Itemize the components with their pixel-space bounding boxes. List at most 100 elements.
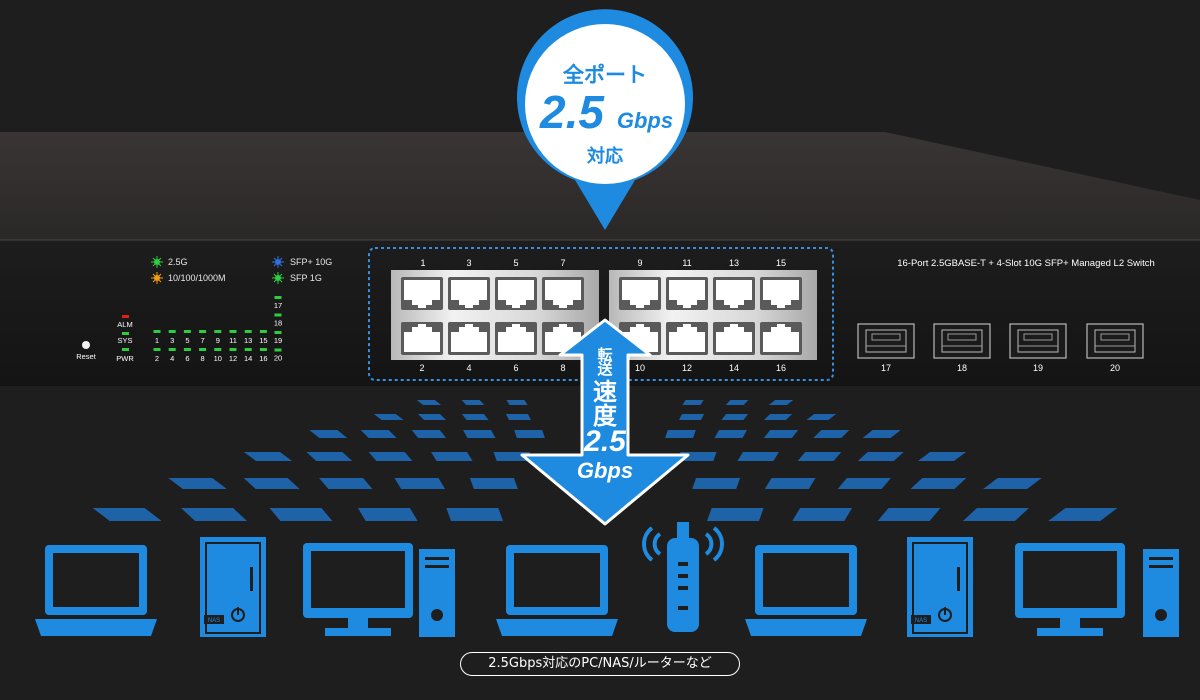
beam-dash: [813, 430, 850, 438]
port-led-number: 4: [170, 354, 174, 363]
rj45-port[interactable]: [542, 277, 584, 310]
beam-dash: [862, 430, 901, 438]
beam-dash: [394, 478, 446, 489]
reset-button[interactable]: [82, 341, 90, 349]
switch-model-label: 16-Port 2.5GBASE-T + 4-Slot 10G SFP+ Man…: [897, 258, 1155, 269]
port-led: [168, 348, 176, 351]
port-led-number: 14: [244, 354, 252, 363]
rj45-port[interactable]: [666, 322, 708, 355]
beam-dash: [243, 478, 300, 489]
rj45-port[interactable]: [495, 277, 537, 310]
rj45-port-number: 10: [635, 363, 645, 373]
beam-dash: [506, 400, 528, 405]
port-led: [183, 348, 191, 351]
beam-dash: [877, 508, 941, 521]
beam-dash: [714, 430, 747, 438]
beam-dash: [469, 478, 518, 489]
alm-led: [122, 315, 129, 318]
beam-dash: [706, 508, 764, 521]
rj45-port[interactable]: [448, 322, 490, 355]
nas-icon: NAS: [907, 537, 973, 637]
beam-dash: [983, 478, 1042, 489]
nas-label: NAS: [915, 618, 927, 624]
beam-dash: [792, 508, 853, 521]
rj45-port-number: 3: [466, 258, 471, 268]
port-led-number: 5: [185, 336, 189, 345]
rj45-port[interactable]: [760, 277, 802, 310]
nas-label: NAS: [208, 618, 220, 624]
beam-dash: [417, 414, 447, 420]
laptop-icon: [496, 545, 618, 636]
port-led: [229, 330, 237, 333]
rj45-port-number: 13: [729, 258, 739, 268]
sfp-port-number: 20: [1110, 363, 1120, 373]
beam-dash: [357, 508, 418, 521]
port-led-number: 1: [155, 336, 159, 345]
port-led: [199, 348, 207, 351]
beam-dash: [243, 452, 293, 461]
rj45-port[interactable]: [713, 322, 755, 355]
rj45-port[interactable]: [666, 277, 708, 310]
status-led-label: PWR: [116, 354, 134, 363]
badge-top-text: 全ポート: [562, 63, 647, 87]
sfp-port[interactable]: [1009, 323, 1067, 359]
sfp-port[interactable]: [933, 323, 991, 359]
sfp-led-number: 17: [274, 301, 282, 310]
rj45-port[interactable]: [401, 277, 443, 310]
port-led-number: 16: [259, 354, 267, 363]
sfp-led-number: 19: [274, 336, 282, 345]
rj45-port-number: 12: [682, 363, 692, 373]
rj45-port[interactable]: [619, 277, 661, 310]
beam-dash: [181, 508, 248, 521]
beam-dash: [411, 430, 447, 438]
beam-dash: [797, 452, 842, 461]
sfp-led-number: 20: [274, 354, 282, 363]
port-led: [199, 330, 207, 333]
beam-dash: [763, 414, 793, 420]
beam-dash: [373, 414, 404, 420]
beam-dash: [721, 414, 749, 420]
port-led-number: 15: [259, 336, 267, 345]
beam-dash: [431, 452, 473, 461]
all-ports-badge: 全ポート 2.5 Gbps 対応: [516, 9, 693, 231]
sfp-port[interactable]: [1086, 323, 1144, 359]
rj45-port[interactable]: [401, 322, 443, 355]
beam-dash: [1048, 508, 1118, 521]
sfp-port[interactable]: [857, 323, 915, 359]
sfp-port-number: 18: [957, 363, 967, 373]
sfp-port-number: 19: [1033, 363, 1043, 373]
port-led: [168, 330, 176, 333]
sfp-led-number: 18: [274, 319, 282, 328]
rj45-port-number: 9: [637, 258, 642, 268]
beam-dash: [463, 430, 496, 438]
rj45-port[interactable]: [448, 277, 490, 310]
laptop-icon: [35, 545, 157, 636]
rj45-port-number: 6: [513, 363, 518, 373]
legend-2-5g: 2.5G: [168, 257, 188, 267]
beam-dash: [764, 478, 816, 489]
arrow-speed-unit: Gbps: [577, 458, 633, 483]
sys-led: [122, 332, 129, 335]
rj45-port[interactable]: [495, 322, 537, 355]
port-led: [153, 348, 161, 351]
port-led-number: 2: [155, 354, 159, 363]
caption: 2.5Gbps対応のPC/NAS/ルーターなど: [460, 652, 740, 676]
beam-dash: [319, 478, 373, 489]
beam-dash: [168, 478, 227, 489]
rj45-port[interactable]: [713, 277, 755, 310]
port-led-number: 6: [185, 354, 189, 363]
arrow-speed-number: 2.5: [583, 425, 627, 458]
led-legend: 2.5G 10/100/1000M SFP+ 10G SFP 1G: [151, 256, 332, 284]
desktop-icon: [303, 543, 455, 637]
arrow-text-char: 度: [593, 402, 618, 430]
reset-label: Reset: [76, 352, 97, 361]
rj45-port-number: 4: [466, 363, 471, 373]
port-led-number: 10: [214, 354, 222, 363]
sfp-led: [274, 313, 282, 317]
rj45-port[interactable]: [760, 322, 802, 355]
nas-icon: NAS: [200, 537, 266, 637]
port-led-number: 11: [229, 336, 237, 345]
beam-dash: [763, 430, 799, 438]
